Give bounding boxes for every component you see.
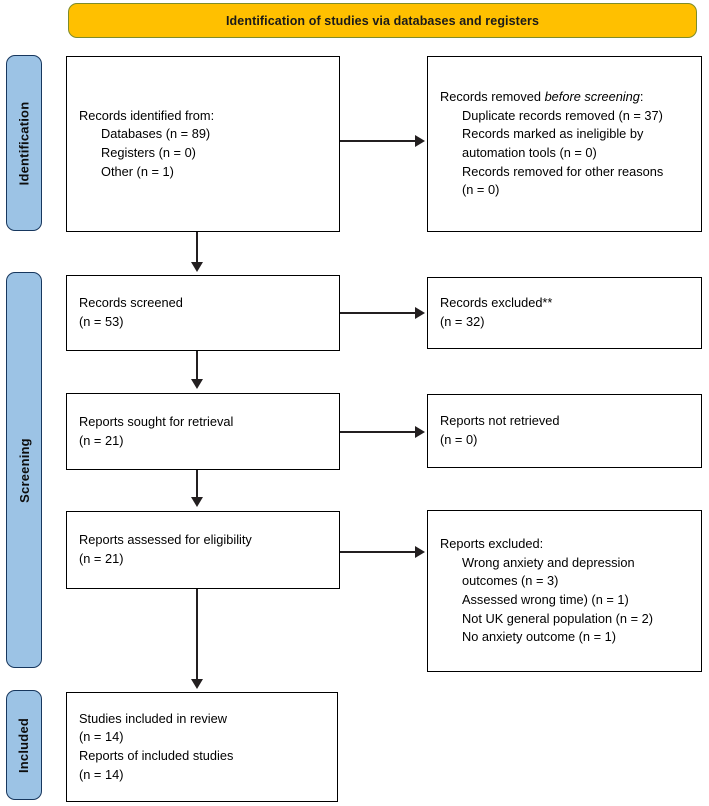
box-reports-assessed: Reports assessed for eligibility (n = 21… (66, 511, 340, 589)
box-records-identified-body: Records identified from: Databases (n = … (67, 107, 339, 181)
reports-excluded-item-no-anxiety: No anxiety outcome (n = 1) (462, 629, 616, 645)
diagram-header-banner: Identification of studies via databases … (68, 3, 697, 38)
studies-included-line1: Studies included in review (79, 710, 227, 726)
box-reports-assessed-body: Reports assessed for eligibility (n = 21… (67, 531, 339, 568)
arrowhead-sought-to-not-retrieved (415, 426, 425, 438)
arrowhead-identified-to-screened (191, 262, 203, 272)
reports-excluded-item-wrong-outcomes-1: Wrong anxiety and depression (462, 554, 635, 570)
records-identified-item-registers: Registers (n = 0) (101, 145, 196, 160)
arrowhead-screened-to-excluded (415, 307, 425, 319)
records-removed-heading-emphasis: before screening (544, 89, 640, 105)
box-records-excluded: Records excluded** (n = 32) (427, 277, 702, 349)
box-studies-included: Studies included in review (n = 14) Repo… (66, 692, 338, 802)
box-reports-excluded: Reports excluded: Wrong anxiety and depr… (427, 510, 702, 672)
studies-included-line2: (n = 14) (79, 729, 124, 745)
records-removed-heading-pre: Records removed (440, 89, 545, 105)
records-removed-heading: Records removed before screening: (440, 89, 643, 104)
connector-sought-to-not-retrieved (340, 431, 417, 433)
banner-title: Identification of studies via databases … (225, 13, 540, 28)
records-removed-item-duplicates: Duplicate records removed (n = 37) (462, 107, 663, 123)
box-records-screened-body: Records screened (n = 53) (67, 294, 339, 331)
records-removed-item-automation-1: Records marked as ineligible by (462, 126, 644, 142)
records-removed-item-automation-2: automation tools (n = 0) (462, 145, 597, 160)
arrowhead-assessed-to-included (191, 679, 203, 689)
stage-bar-identification: Identification (6, 55, 42, 231)
connector-screened-to-excluded (340, 312, 417, 314)
connector-identified-to-removed (340, 140, 417, 142)
studies-included-line4: (n = 14) (79, 766, 124, 782)
studies-included-line3: Reports of included studies (79, 748, 234, 763)
reports-assessed-line2: (n = 21) (79, 551, 124, 566)
records-identified-item-databases: Databases (n = 89) (101, 126, 211, 142)
box-records-removed-body: Records removed before screening: Duplic… (428, 88, 701, 199)
reports-sought-line1: Reports sought for retrieval (79, 413, 234, 429)
box-reports-not-retrieved-body: Reports not retrieved (n = 0) (428, 412, 701, 449)
connector-assessed-to-reports-excluded (340, 551, 417, 553)
records-screened-line2: (n = 53) (79, 314, 124, 329)
arrowhead-assessed-to-reports-excluded (415, 546, 425, 558)
box-records-removed: Records removed before screening: Duplic… (427, 56, 702, 232)
reports-excluded-item-wrong-time: Assessed wrong time) (n = 1) (462, 592, 629, 607)
arrowhead-screened-to-sought (191, 379, 203, 389)
records-removed-item-other-1: Records removed for other reasons (462, 163, 664, 179)
stage-label-included: Included (16, 717, 32, 773)
records-screened-line1: Records screened (79, 295, 183, 311)
arrowhead-sought-to-assessed (191, 497, 203, 507)
arrowhead-identified-to-removed (415, 135, 425, 147)
connector-identified-to-screened (196, 232, 198, 264)
stage-bar-screening: Screening (6, 272, 42, 668)
stage-bar-included: Included (6, 690, 42, 800)
records-excluded-line1: Records excluded** (440, 295, 553, 311)
reports-not-retrieved-line1: Reports not retrieved (440, 413, 560, 429)
box-reports-sought: Reports sought for retrieval (n = 21) (66, 393, 340, 470)
reports-assessed-line1: Reports assessed for eligibility (79, 532, 252, 548)
stage-label-screening: Screening (16, 437, 32, 503)
box-reports-not-retrieved: Reports not retrieved (n = 0) (427, 394, 702, 468)
box-records-screened: Records screened (n = 53) (66, 275, 340, 351)
connector-screened-to-sought (196, 351, 198, 381)
box-records-identified: Records identified from: Databases (n = … (66, 56, 340, 232)
connector-assessed-to-included (196, 589, 198, 681)
stage-label-identification: Identification (16, 101, 32, 185)
records-identified-heading: Records identified from: (79, 107, 215, 123)
records-identified-item-other: Other (n = 1) (101, 163, 174, 179)
box-studies-included-body: Studies included in review (n = 14) Repo… (67, 710, 337, 784)
reports-sought-line2: (n = 21) (79, 432, 124, 448)
records-removed-heading-post: : (639, 89, 644, 105)
reports-excluded-heading: Reports excluded: (440, 536, 544, 552)
box-reports-excluded-body: Reports excluded: Wrong anxiety and depr… (428, 535, 701, 646)
records-excluded-line2: (n = 32) (440, 314, 485, 329)
connector-sought-to-assessed (196, 470, 198, 499)
reports-excluded-item-not-uk: Not UK general population (n = 2) (462, 610, 654, 626)
reports-excluded-item-wrong-outcomes-2: outcomes (n = 3) (462, 573, 559, 589)
box-reports-sought-body: Reports sought for retrieval (n = 21) (67, 413, 339, 450)
reports-not-retrieved-line2: (n = 0) (440, 432, 478, 447)
records-removed-item-other-2: (n = 0) (462, 182, 500, 198)
box-records-excluded-body: Records excluded** (n = 32) (428, 294, 701, 331)
